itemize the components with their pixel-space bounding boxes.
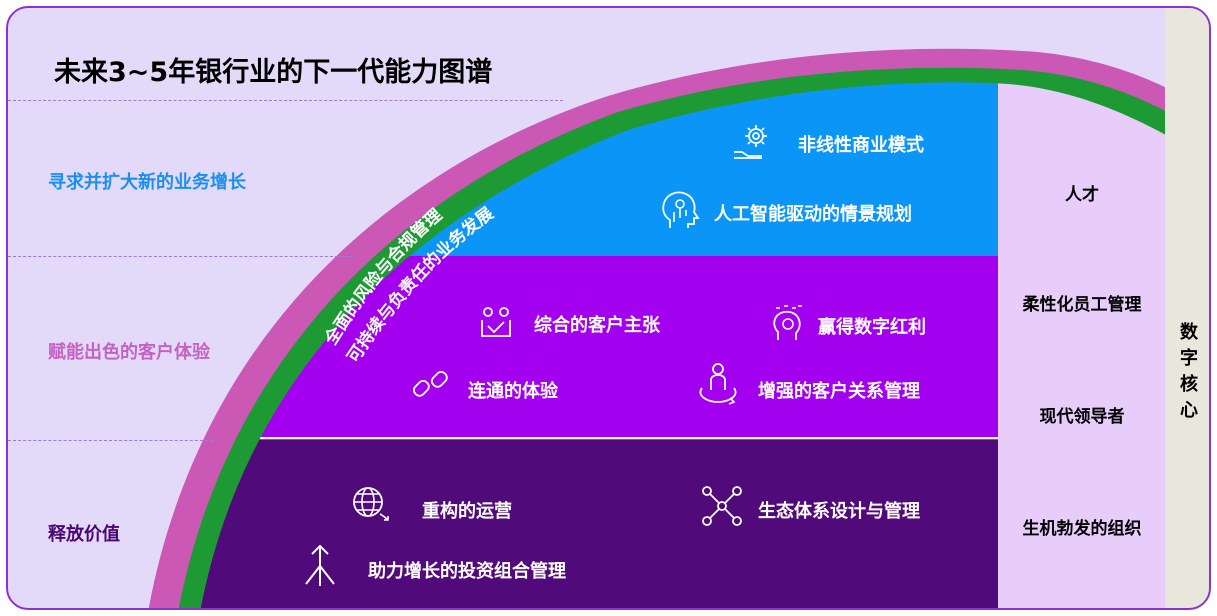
capability-label: 非线性商业模式 [798, 135, 924, 156]
digital-core-char: 核 [1180, 374, 1198, 395]
capability-nonlinear-business: 非线性商业模式 [730, 122, 980, 162]
split-arrow-icon [305, 544, 335, 586]
gear-hand-icon [734, 125, 767, 159]
digital-core-char: 心 [1180, 400, 1198, 421]
capability-digital-dividend: 赢得数字红利 [770, 304, 990, 344]
user-cycle-icon [699, 363, 737, 405]
capability-label: 增强的客户关系管理 [758, 381, 920, 402]
capability-integrated-proposition: 综合的客户主张 [478, 304, 698, 344]
digital-head-icon [773, 305, 802, 340]
network-icon [702, 486, 742, 526]
capability-label: 生态体系设计与管理 [758, 501, 920, 522]
talent-item: 柔性化员工管理 [1022, 295, 1142, 315]
row-label-experience: 赋能出色的客户体验 [48, 342, 210, 363]
talent-item: 生机勃发的组织 [1022, 519, 1142, 539]
capability-enhanced-crm: 增强的客户关系管理 [696, 360, 956, 408]
link-icon [412, 370, 448, 397]
row-label-growth: 寻求并扩大新的业务增长 [48, 172, 246, 193]
digital-core-column: 数 字 核 心 [1165, 8, 1209, 608]
row-label-value: 释放价值 [48, 524, 120, 545]
people-check-icon [481, 307, 511, 337]
talent-column [998, 82, 1166, 608]
capability-label: 人工智能驱动的情景规划 [714, 204, 912, 225]
capability-portfolio-management: 助力增长的投资组合管理 [300, 542, 620, 590]
capability-label: 综合的客户主张 [534, 315, 660, 336]
capability-ecosystem-design: 生态体系设计与管理 [700, 484, 960, 528]
capability-label: 连通的体验 [468, 381, 558, 402]
capability-ai-scenario: 人工智能驱动的情景规划 [658, 188, 978, 232]
talent-item: 现代领导者 [1039, 407, 1125, 427]
capability-rebuilt-operations: 重构的运营 [350, 484, 570, 528]
digital-core-char: 字 [1180, 348, 1198, 369]
row-divider [8, 256, 353, 257]
capability-connected-experience: 连通的体验 [410, 364, 630, 408]
row-divider [8, 100, 563, 101]
capability-label: 重构的运营 [422, 501, 512, 522]
capability-label: 赢得数字红利 [818, 317, 926, 338]
row-divider [8, 440, 213, 441]
globe-icon [353, 487, 389, 521]
value-band [200, 440, 998, 608]
capability-label: 助力增长的投资组合管理 [368, 561, 566, 582]
digital-core-char: 数 [1180, 322, 1198, 343]
ai-head-icon [662, 191, 700, 228]
page-title: 未来3~5年银行业的下一代能力图谱 [54, 57, 493, 88]
arc-graphic: 全面的风险与合规管理 可持续与负责任的业务发展 [148, 48, 1209, 608]
diagram-frame: 全面的风险与合规管理 可持续与负责任的业务发展 未来3~5年银行业的下一代能力图… [6, 6, 1211, 610]
talent-heading: 人才 [1065, 185, 1099, 205]
